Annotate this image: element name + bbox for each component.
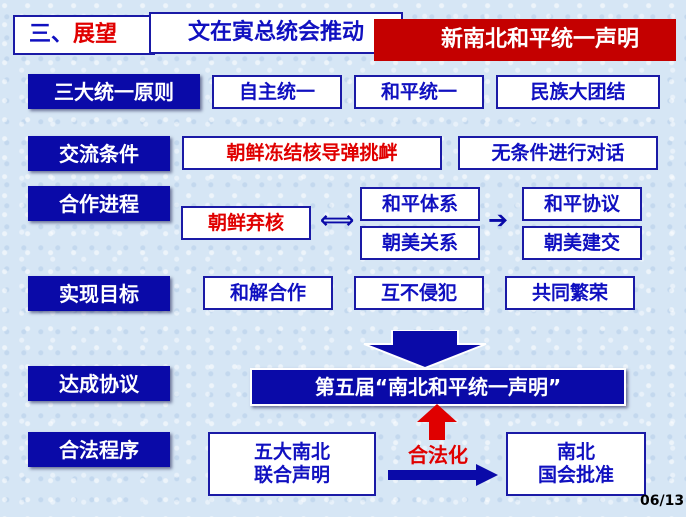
cooperation-end: 和平协议 (522, 187, 642, 221)
down-arrow-icon (363, 330, 487, 370)
agreement-box: 第五届“南北和平统一声明” (250, 368, 626, 406)
legal-action: 合法化 (408, 443, 468, 467)
principle-item: 和平统一 (354, 75, 484, 109)
red-up-arrow-icon (417, 404, 457, 440)
legal-source: 五大南北 联合声明 (208, 432, 376, 496)
principle-item: 民族大团结 (496, 75, 660, 109)
cooperation-mid: 朝美关系 (360, 226, 480, 260)
condition-item: 无条件进行对话 (458, 136, 658, 170)
row-label-legal: 合法程序 (28, 432, 170, 467)
row-label-targets: 实现目标 (28, 276, 170, 311)
goal-box: 新南北和平统一声明 (374, 19, 676, 61)
target-item: 互不侵犯 (354, 276, 484, 310)
target-item: 共同繁荣 (505, 276, 635, 310)
row-label-principles: 三大统一原则 (28, 74, 200, 109)
double-arrow-icon: ⟺ (320, 206, 355, 234)
cooperation-start: 朝鲜弃核 (181, 206, 311, 240)
section-title: 展望 (73, 21, 118, 47)
section-prefix: 三、 (29, 21, 74, 47)
condition-item: 朝鲜冻结核导弹挑衅 (182, 136, 442, 170)
target-item: 和解合作 (203, 276, 333, 310)
legal-target: 南北 国会批准 (506, 432, 646, 496)
page-number: 06/13 (640, 493, 685, 509)
row-label-agreement: 达成协议 (28, 366, 170, 401)
principle-item: 自主统一 (212, 75, 342, 109)
right-arrow-icon (388, 464, 498, 486)
row-label-conditions: 交流条件 (28, 136, 170, 171)
section-heading: 三、 展望 (13, 15, 155, 55)
right-arrow-icon: ➔ (488, 206, 509, 234)
subtitle-box: 文在寅总统会推动 (149, 12, 403, 54)
row-label-cooperation: 合作进程 (28, 186, 170, 221)
cooperation-mid: 和平体系 (360, 187, 480, 221)
cooperation-end: 朝美建交 (522, 226, 642, 260)
